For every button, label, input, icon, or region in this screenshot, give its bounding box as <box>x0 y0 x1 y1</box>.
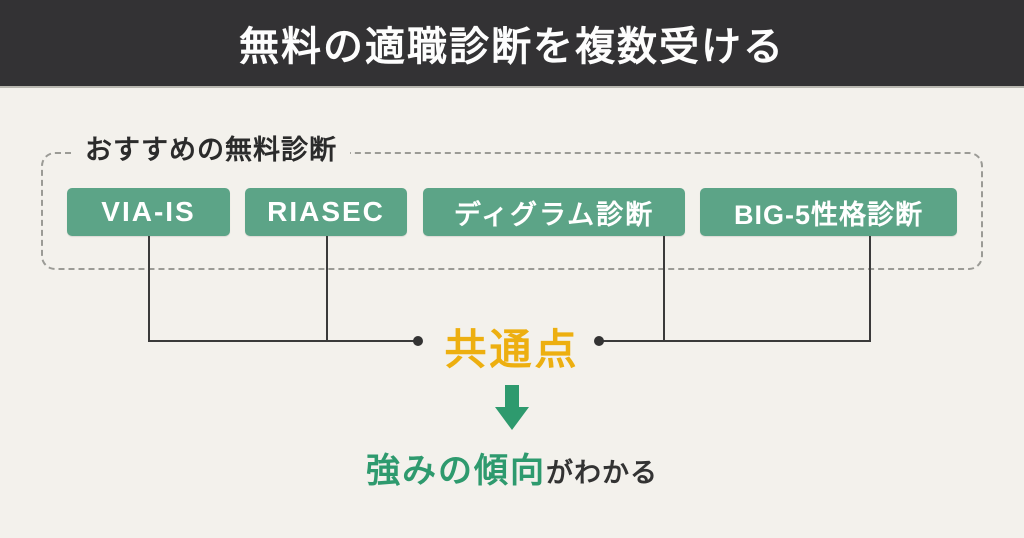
page-title: 無料の適職診断を複数受ける <box>239 25 785 69</box>
test-badge-via-is: VIA-IS <box>67 188 230 236</box>
result-highlight: 強みの傾向 <box>366 452 546 490</box>
right-connector-dot <box>594 336 604 346</box>
recommended-tests-group-box <box>41 152 983 270</box>
group-label: おすすめの無料診断 <box>72 134 350 167</box>
test-badge-digram: ディグラム診断 <box>423 188 685 236</box>
down-arrow-icon <box>495 385 529 430</box>
common-point-label: 共通点 <box>444 326 580 373</box>
result-suffix: がわかる <box>546 458 658 488</box>
test-badge-big5: BIG-5性格診断 <box>700 188 957 236</box>
test-badge-riasec: RIASEC <box>245 188 407 236</box>
left-connector-dot <box>413 336 423 346</box>
header-bar: 無料の適職診断を複数受ける <box>0 0 1024 88</box>
result-text: 強みの傾向がわかる <box>0 443 1024 492</box>
